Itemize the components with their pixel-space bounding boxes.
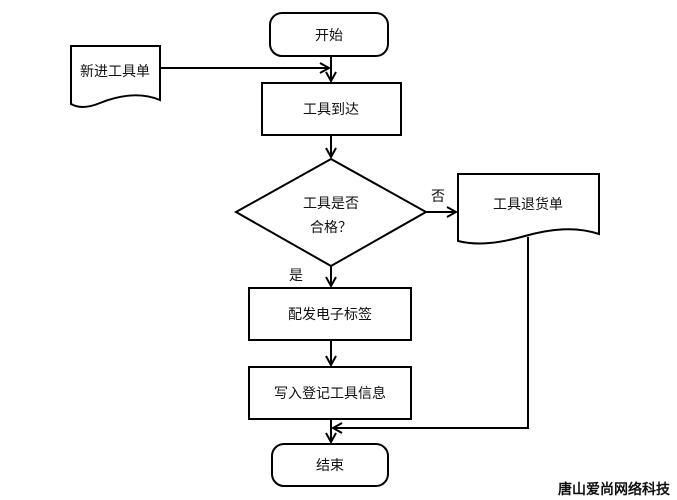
end-label: 结束: [316, 458, 344, 474]
no-branch-label: 否: [431, 189, 445, 205]
start-node: 开始: [269, 12, 389, 57]
return-form-label: 工具退货单: [493, 196, 563, 213]
decision-node: 工具是否 合格？: [233, 157, 429, 268]
tool-arrival-label: 工具到达: [303, 102, 359, 118]
decision-label-line2: 合格？: [310, 220, 352, 236]
decision-label-line1: 工具是否: [303, 196, 359, 212]
issue-tag-label: 配发电子标签: [288, 306, 372, 323]
end-node: 结束: [271, 443, 389, 487]
register-info-label: 写入登记工具信息: [274, 385, 386, 402]
arrow-return-to-end: [333, 237, 529, 428]
start-label: 开始: [315, 28, 343, 44]
yes-branch-label: 是: [289, 268, 303, 284]
new-tool-form-label: 新进工具单: [80, 64, 150, 80]
issue-tag-node: 配发电子标签: [248, 287, 412, 341]
new-tool-form-node: 新进工具单: [70, 45, 161, 108]
tool-arrival-node: 工具到达: [261, 82, 402, 136]
watermark-text: 唐山爱尚网络科技: [558, 481, 671, 498]
register-info-node: 写入登记工具信息: [248, 366, 412, 420]
return-form-node: 工具退货单: [457, 173, 600, 245]
